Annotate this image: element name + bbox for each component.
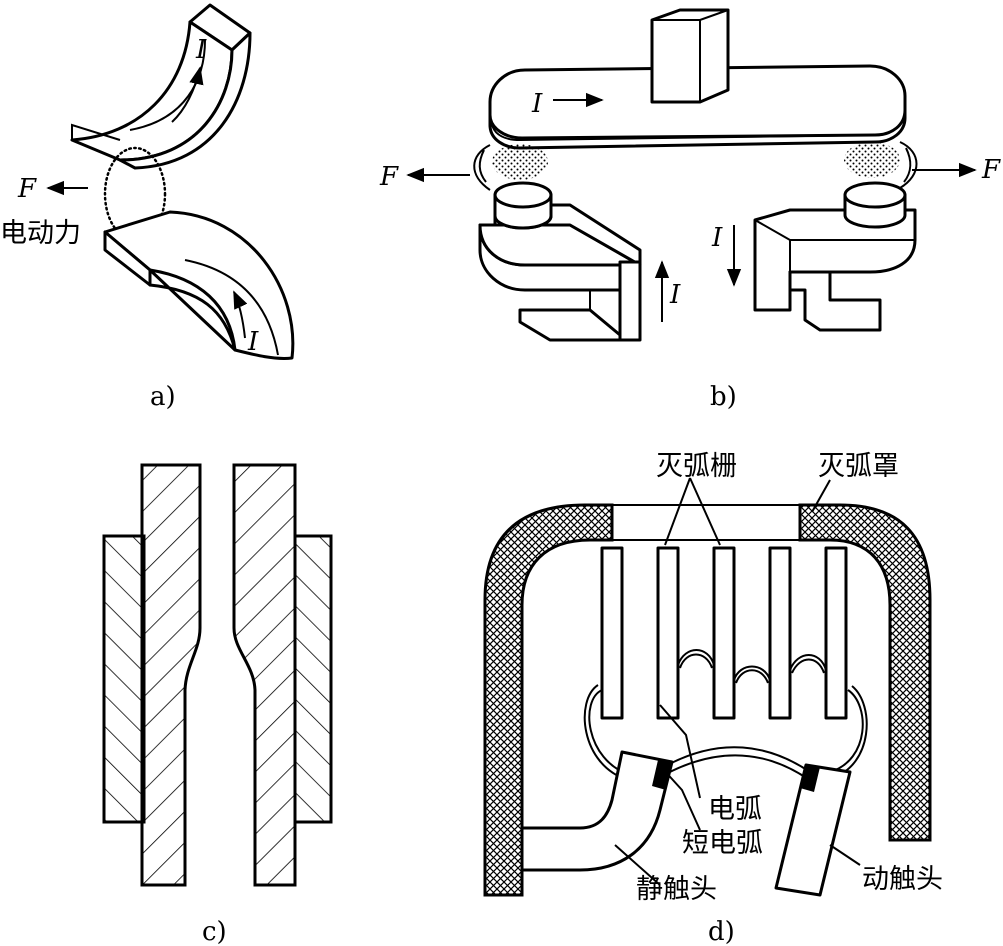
- right-arc: [844, 142, 900, 178]
- current-label-right-contact: I: [711, 223, 723, 253]
- short-arc-label: 短电弧: [682, 828, 763, 859]
- current-arrow-lower: [233, 290, 248, 339]
- left-contact-rod: [140, 463, 202, 887]
- grid-label: 灭弧栅: [656, 451, 737, 482]
- caption-d: d): [708, 917, 735, 946]
- panel-a: I I F 电动力 a): [0, 3, 295, 412]
- upper-curved-contact: [70, 3, 252, 170]
- current-label-lower: I: [247, 327, 259, 357]
- panel-b: I F F I: [379, 8, 1001, 412]
- arc-grid-plates: [600, 546, 848, 720]
- arc-hood: [483, 503, 614, 897]
- right-static-contact: [753, 181, 917, 332]
- electrodynamic-force-label: 电动力: [0, 218, 81, 249]
- force-label-b-left: F: [379, 162, 399, 192]
- current-label-upper: I: [195, 35, 207, 65]
- panel-d: 灭弧栅 灭弧罩 电弧 短电弧 静触头 动触头 d): [483, 451, 943, 946]
- caption-c: c): [202, 917, 227, 946]
- short-arc: [661, 746, 811, 773]
- right-contact-rod: [232, 463, 297, 887]
- caption-a: a): [150, 382, 176, 412]
- current-arrow-upper: [171, 66, 204, 123]
- force-label-b-right: F: [981, 155, 1001, 185]
- current-label-bridge: I: [531, 89, 543, 119]
- static-contact-label: 静触头: [636, 874, 717, 905]
- moving-contact-label: 动触头: [862, 864, 943, 895]
- arc-label: 电弧: [708, 794, 762, 825]
- electric-arc: [588, 689, 864, 776]
- panel-c: c): [102, 463, 333, 946]
- static-contact: [520, 750, 674, 872]
- current-label-left-contact: I: [669, 280, 681, 310]
- hood-label: 灭弧罩: [818, 451, 899, 482]
- lower-curved-contact: [103, 210, 295, 360]
- left-arc: [492, 144, 548, 180]
- caption-b: b): [710, 382, 737, 412]
- bridge-block: [650, 8, 730, 104]
- right-outer-sleeve: [293, 534, 333, 824]
- moving-contact: [774, 763, 852, 897]
- left-outer-sleeve: [102, 534, 146, 824]
- left-static-contact: [478, 181, 642, 342]
- arc-hood-right: [798, 503, 932, 842]
- force-label-a: F: [17, 174, 37, 204]
